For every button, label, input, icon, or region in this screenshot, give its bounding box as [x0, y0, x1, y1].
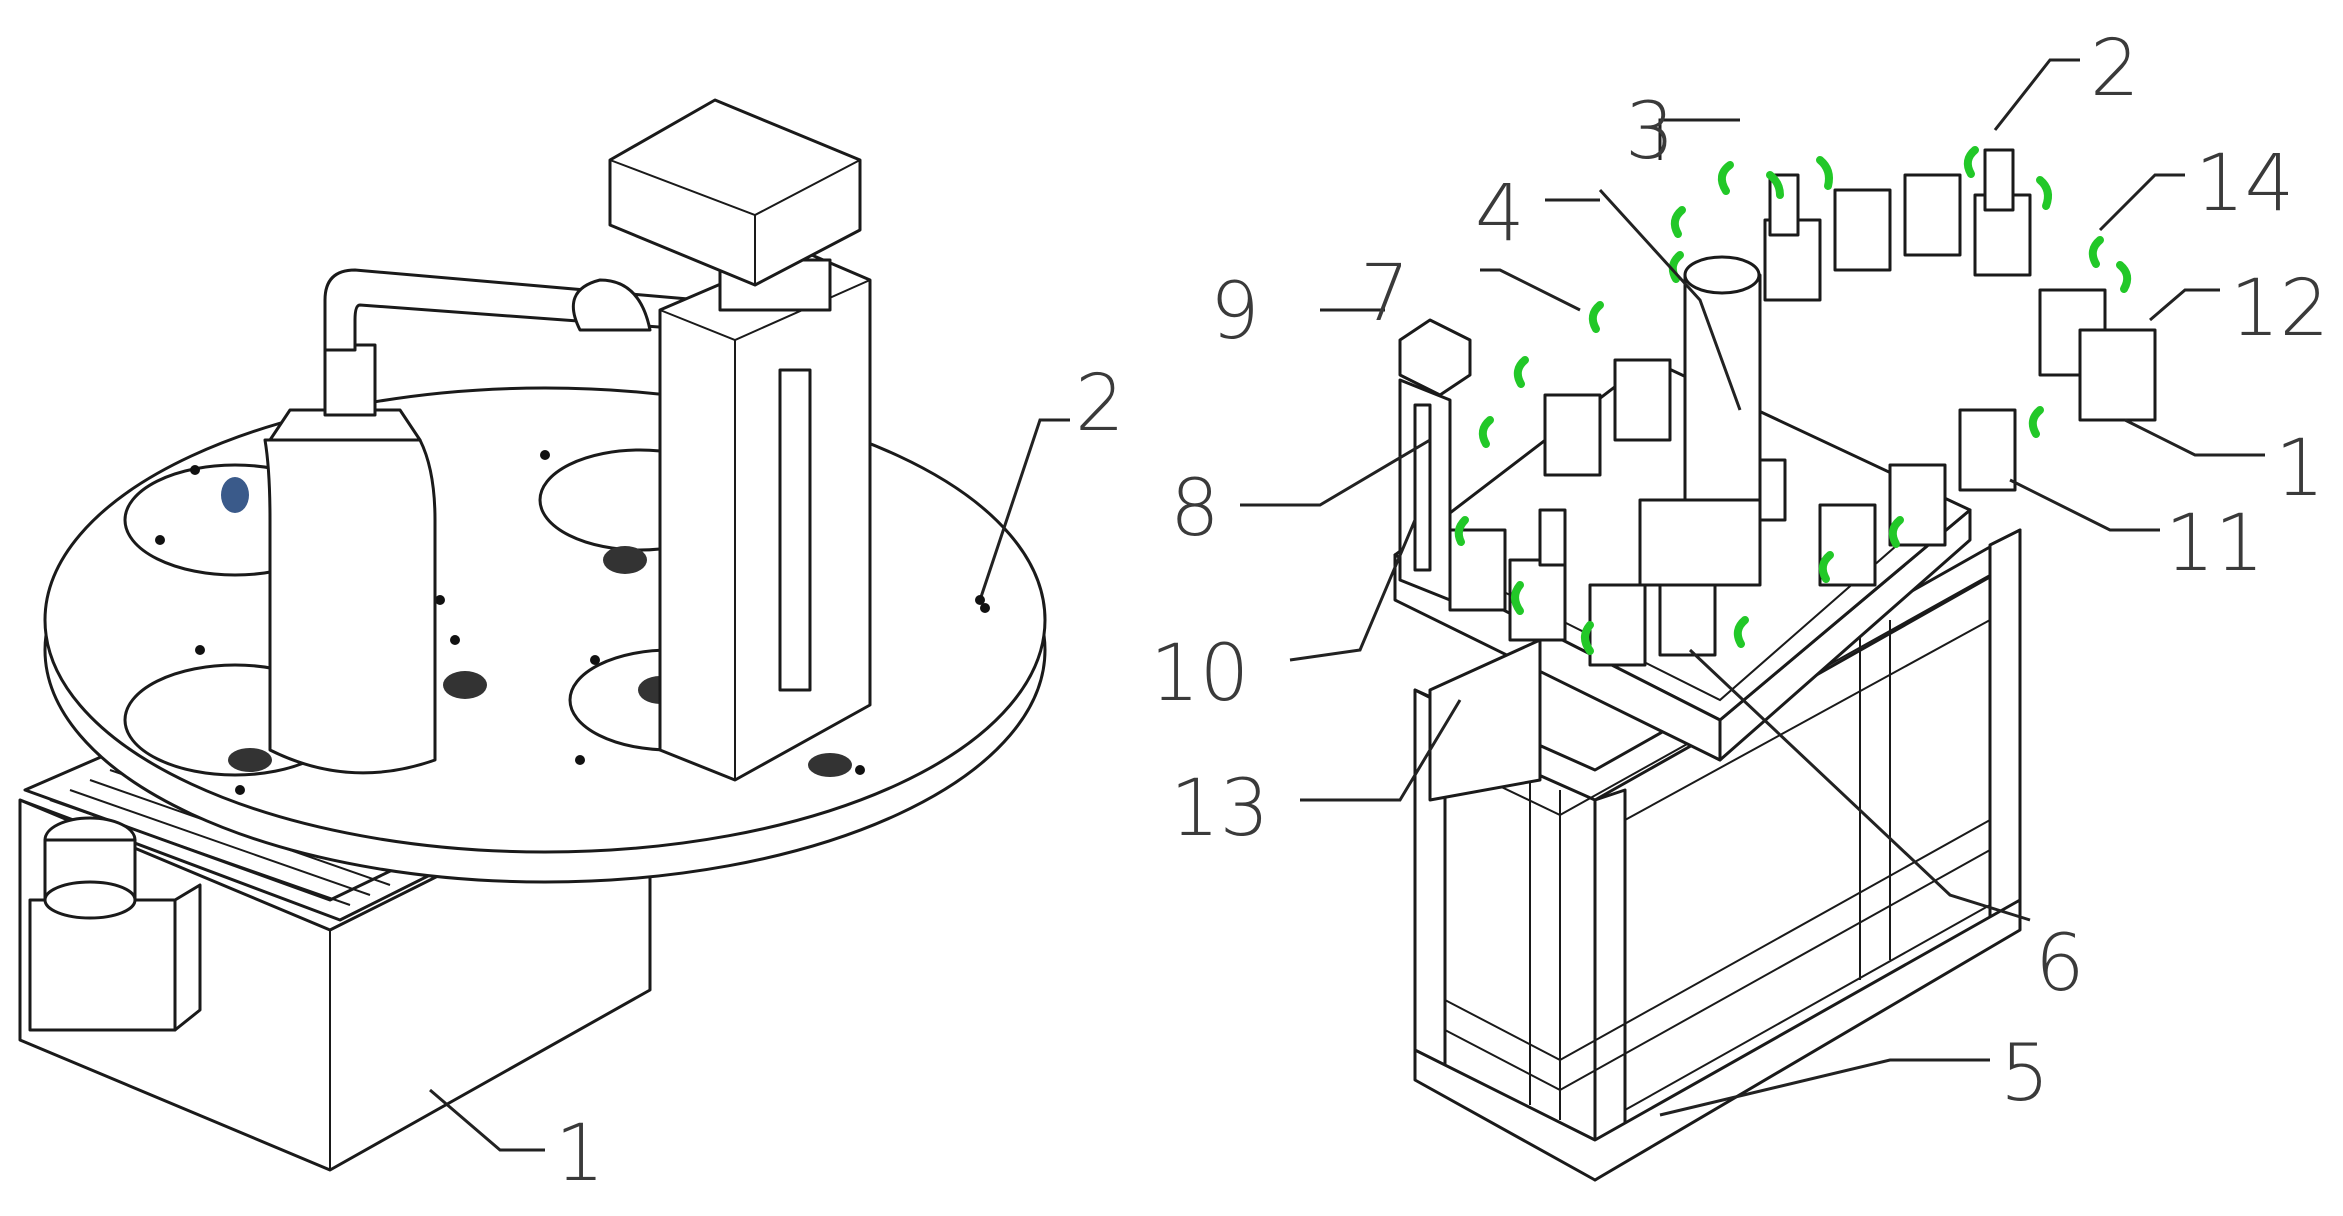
label-9: 9 — [1210, 267, 1260, 357]
label-11: 11 — [2165, 499, 2264, 589]
label-2-left: 2 — [1075, 359, 1125, 449]
label-1-left: 1 — [555, 1109, 605, 1199]
pipe-arm — [323, 268, 702, 352]
left-leaders — [429, 418, 1070, 1152]
label-8: 8 — [1170, 464, 1220, 554]
label-7: 7 — [1360, 249, 1410, 339]
label-5: 5 — [2000, 1029, 2050, 1119]
left-assembly: 1 2 — [18, 98, 1125, 1199]
label-13: 13 — [1170, 764, 1269, 854]
label-10: 10 — [1150, 629, 1249, 719]
label-14: 14 — [2195, 139, 2294, 229]
frame-stand — [1413, 528, 2022, 1182]
modules — [1448, 148, 2157, 667]
turntable-disk — [43, 386, 1047, 884]
label-6: 6 — [2035, 919, 2085, 1009]
vertical-column — [608, 98, 872, 782]
label-12: 12 — [2230, 264, 2329, 354]
label-2-right: 2 — [2090, 24, 2140, 114]
label-1-right: 1 — [2275, 424, 2325, 514]
side-panel — [1398, 318, 1542, 802]
label-4: 4 — [1475, 169, 1525, 259]
bottle — [263, 343, 437, 775]
right-assembly: 3 2 4 7 9 8 10 13 14 12 1 11 6 5 — [1150, 24, 2329, 1182]
green-clamps — [1454, 146, 2132, 655]
right-leaders — [1240, 58, 2265, 1117]
label-3: 3 — [1625, 87, 1675, 177]
